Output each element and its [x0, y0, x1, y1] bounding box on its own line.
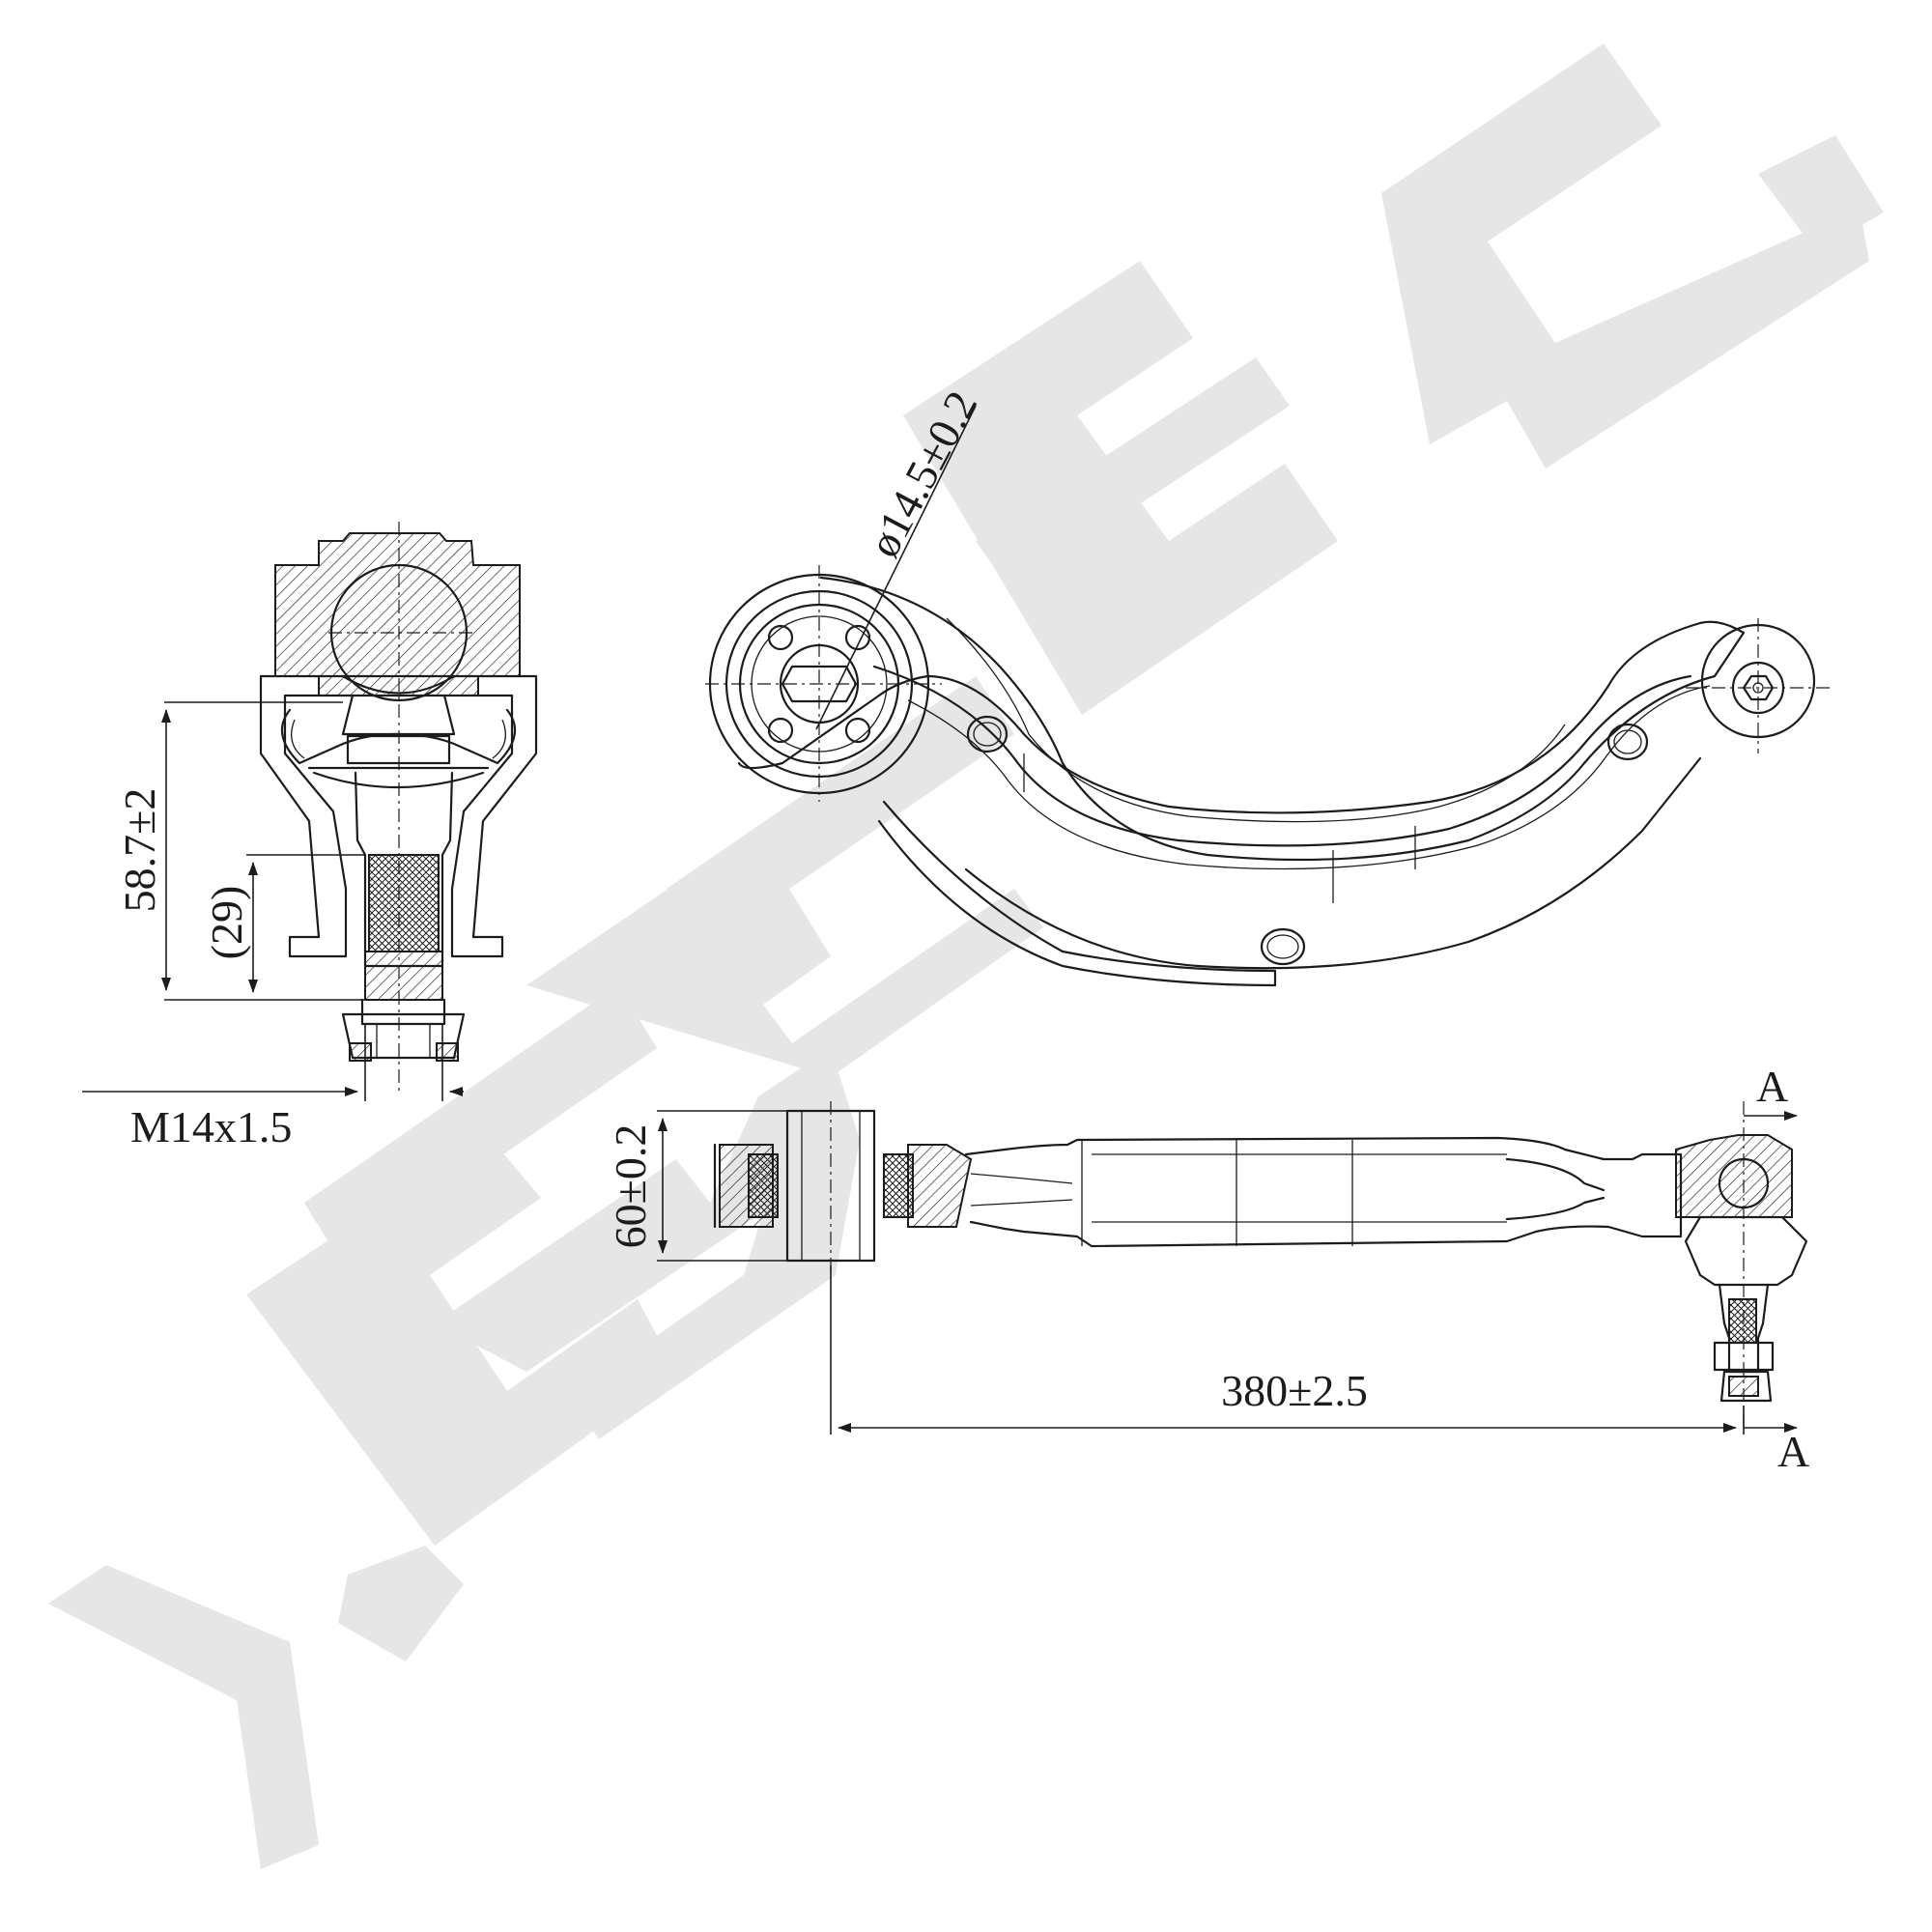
arm-hole-3: [1260, 927, 1306, 966]
arm-hole-2: [1606, 723, 1649, 761]
section-label-top: A: [1756, 1062, 1788, 1111]
arm-top-view: ø14.5±0.2: [705, 383, 1831, 987]
bushing-housing-right: [907, 1144, 973, 1228]
arm-side-body: [964, 1136, 1683, 1248]
bushing-width-label: 60±0.2: [606, 1124, 655, 1249]
thread-spec-label: M14x1.5: [130, 1102, 292, 1151]
thread-section: [368, 854, 440, 952]
center-distance-label: 380±2.5: [1221, 1366, 1368, 1415]
rubber-left: [748, 1153, 779, 1218]
section-label-bottom: A: [1777, 1427, 1809, 1476]
ball-joint-dimensions: 58.7±2 (29) M14x1.5: [82, 701, 464, 1151]
housing-block: [274, 532, 521, 696]
arm-hole-1: [966, 715, 1009, 753]
flange-plate: [259, 674, 538, 958]
arm-body-outline: [737, 576, 1746, 862]
bore-leader: [815, 405, 977, 730]
arm-side-view: A A: [713, 1062, 1809, 1476]
ball-joint-section-view: [259, 522, 538, 1092]
thread-length-label: (29): [202, 886, 251, 960]
ball-joint-height-label: 58.7±2: [115, 788, 164, 913]
arm-side-dimensions: 60±0.2 380±2.5: [606, 1110, 1745, 1435]
